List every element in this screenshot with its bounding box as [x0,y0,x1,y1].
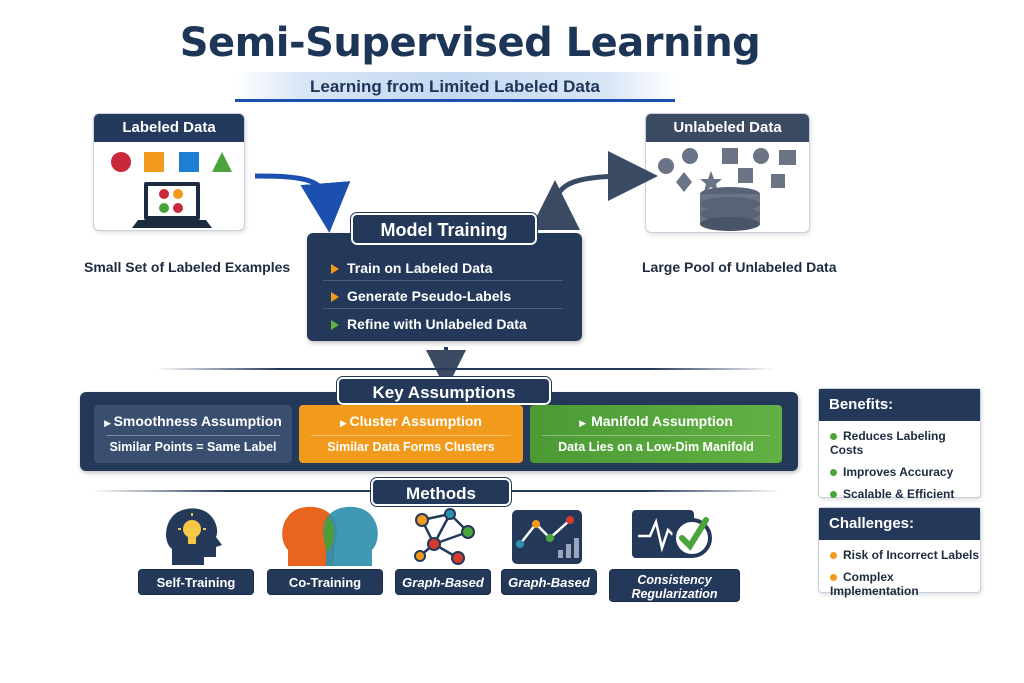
subtitle-banner [235,72,675,102]
benefit-item: Scalable & Efficient [830,487,980,501]
methods-title: Methods [370,477,512,507]
unlabeled-caption: Large Pool of Unlabeled Data [642,259,837,275]
method-co-training: Co-Training [267,569,383,595]
labeled-caption: Small Set of Labeled Examples [84,259,291,275]
labeled-shapes-icon [111,152,232,228]
benefits-box: Benefits: Reduces Labeling Costs Improve… [818,388,981,501]
step-refine: Refine with Unlabeled Data [331,316,527,332]
unlabeled-shapes-icon [658,148,796,231]
assumptions-title: Key Assumptions [336,376,552,406]
step-train: Train on Labeled Data [331,260,492,276]
play-icon [331,292,339,303]
challenges-title: Challenges: [819,508,980,540]
benefits-title: Benefits: [819,389,980,421]
method-self-training: Self-Training [138,569,254,595]
assumption-manifold: ▶ Manifold Assumption Data Lies on a Low… [530,405,782,463]
method-graph-based-1: Graph-Based [395,569,491,595]
play-icon [331,320,339,331]
labeled-data-header: Labeled Data [94,114,244,142]
assumption-cluster: ▶ Cluster Assumption Similar Data Forms … [299,405,523,463]
play-icon: ▶ [104,418,114,428]
challenge-item: Complex Implementation [830,570,919,598]
graph-network-icon [414,508,475,565]
benefit-item: Reduces Labeling Costs [830,429,946,457]
play-icon: ▶ [340,418,350,428]
step-pseudo-labels: Generate Pseudo-Labels [331,288,511,304]
consistency-check-icon [632,510,712,558]
play-icon [331,264,339,275]
model-training-title: Model Training [350,212,538,246]
challenge-item: Risk of Incorrect Labels [830,548,980,562]
unlabeled-to-model-arrow [529,151,658,231]
two-heads-icon [282,506,378,566]
labeled-to-model-arrow [254,173,351,233]
unlabeled-data-panel: Unlabeled Data [645,113,810,233]
play-icon: ▶ [579,418,592,428]
page-title: Semi-Supervised Learning [179,20,761,66]
lightbulb-head-icon [166,508,222,565]
labeled-data-panel: Labeled Data [93,113,245,231]
benefit-item: Improves Accuracy [830,465,980,479]
model-training-box: Train on Labeled Data Generate Pseudo-La… [307,233,582,341]
page-subtitle: Learning from Limited Labeled Data [310,77,600,96]
graph-chart-icon [512,510,582,564]
method-graph-based-2: Graph-Based [501,569,597,595]
divider [155,368,775,370]
assumption-smoothness: ▶ Smoothness Assumption Similar Points =… [94,405,292,463]
unlabeled-data-header: Unlabeled Data [646,114,809,142]
method-consistency: Consistency Regularization [609,569,740,602]
challenges-box: Challenges: Risk of Incorrect Labels Com… [818,507,981,598]
